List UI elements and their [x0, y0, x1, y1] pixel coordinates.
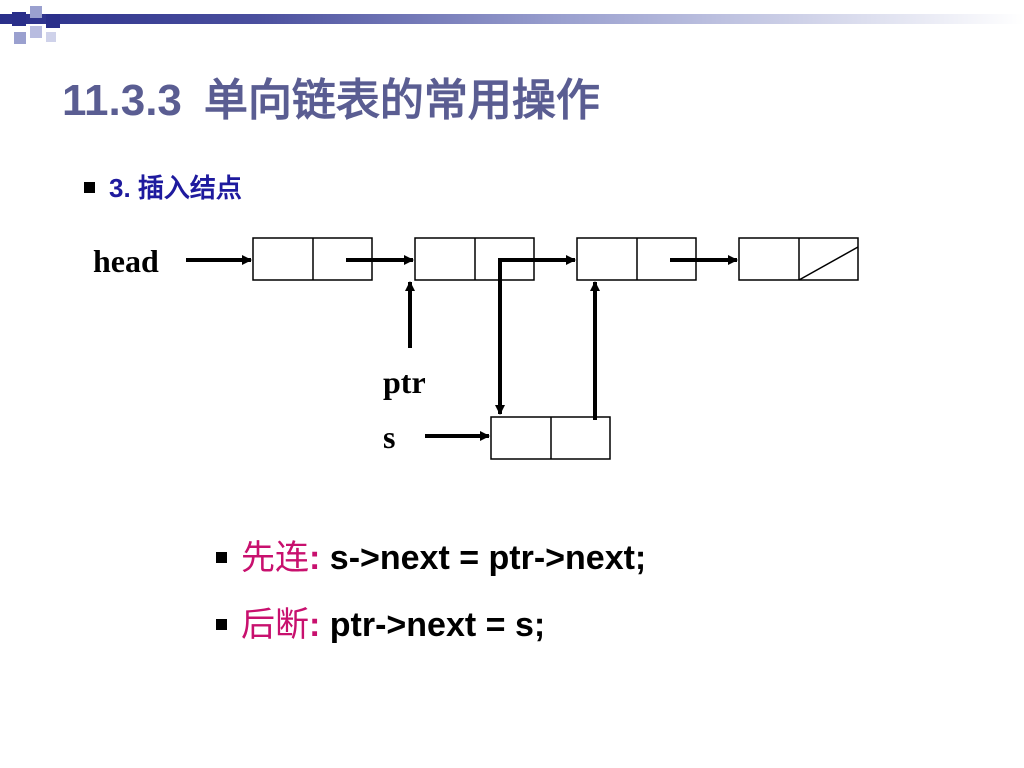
subheading: 3. 插入结点 [84, 168, 242, 205]
section-title: 单向链表的常用操作 [203, 76, 600, 125]
statement-break-after: 后断: ptr->next = s; [216, 597, 545, 646]
page-title: 11.3.3 单向链表的常用操作 [62, 64, 600, 128]
statement-code: s->next = ptr->next; [329, 539, 647, 577]
list-node-4-null [738, 237, 859, 281]
header-gradient-bar [0, 14, 1024, 24]
statement-label: 先连 [241, 539, 309, 577]
square-bullet-icon [84, 181, 95, 193]
new-node-s [490, 416, 611, 460]
statement-label: 后断 [241, 606, 309, 644]
head-label: head [93, 243, 159, 279]
node2-next-to-node3-arrow [498, 255, 576, 320]
corner-squares-logo [0, 0, 80, 60]
statement-link-first: 先连: s->next = ptr->next; [216, 530, 646, 579]
null-pointer-slash [798, 246, 859, 281]
statement-code: ptr->next = s; [329, 606, 546, 644]
section-number: 11.3.3 [62, 76, 182, 125]
square-bullet-icon [216, 618, 227, 630]
square-bullet-icon [216, 551, 227, 563]
s-label: s [383, 419, 395, 455]
subheading-text: 3. 插入结点 [109, 173, 242, 203]
ptr-label: ptr [383, 364, 426, 400]
